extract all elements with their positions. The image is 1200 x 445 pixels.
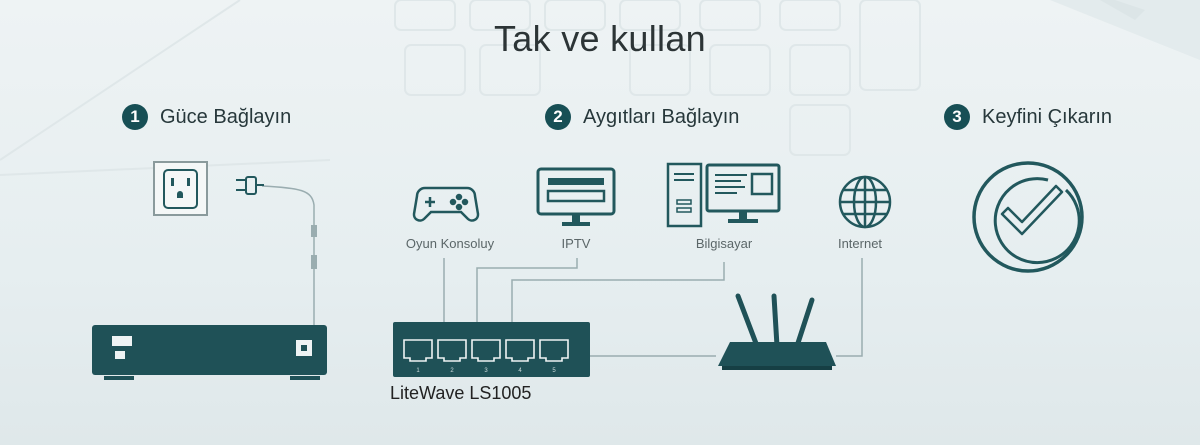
- step-label: Güce Bağlayın: [160, 105, 292, 128]
- power-outlet-icon: [153, 161, 208, 216]
- port-number: 3: [484, 368, 488, 374]
- step-number: 3: [944, 104, 970, 130]
- network-switch-icon: 1 2 3 4 5: [393, 322, 590, 377]
- step-number: 2: [545, 104, 571, 130]
- step-number: 1: [122, 104, 148, 130]
- step-3: 3 Keyfini Çıkarın: [944, 104, 1112, 130]
- device-label-computer: Bilgisayar: [695, 236, 753, 251]
- game-controller-icon: [412, 186, 480, 222]
- globe-icon: [838, 175, 892, 229]
- port-number: 4: [518, 368, 522, 374]
- port-number: 5: [552, 368, 556, 374]
- connection-lines: [261, 185, 863, 357]
- page-title: Tak ve kullan: [493, 18, 706, 59]
- product-name: LiteWave LS1005: [390, 383, 532, 403]
- power-plug-icon: [236, 176, 264, 195]
- cable-connector: [311, 255, 317, 269]
- port-number: 1: [416, 368, 420, 374]
- step-label: Aygıtları Bağlayın: [583, 105, 740, 128]
- router-icon: [718, 293, 836, 370]
- device-label-iptv: IPTV: [561, 236, 591, 251]
- port-number: 2: [450, 368, 454, 374]
- step-1: 1 Güce Bağlayın: [122, 104, 291, 130]
- checkmark-icon: [972, 161, 1084, 273]
- step-label: Keyfini Çıkarın: [982, 105, 1113, 128]
- device-label-game-console: Oyun Konsoluy: [405, 236, 495, 251]
- tv-icon: [536, 167, 616, 226]
- desktop-computer-icon: [666, 162, 781, 228]
- step-2: 2 Aygıtları Bağlayın: [545, 104, 739, 130]
- device-label-internet: Internet: [837, 236, 883, 251]
- cable-connector: [311, 225, 317, 237]
- power-adapter-icon: [92, 325, 327, 380]
